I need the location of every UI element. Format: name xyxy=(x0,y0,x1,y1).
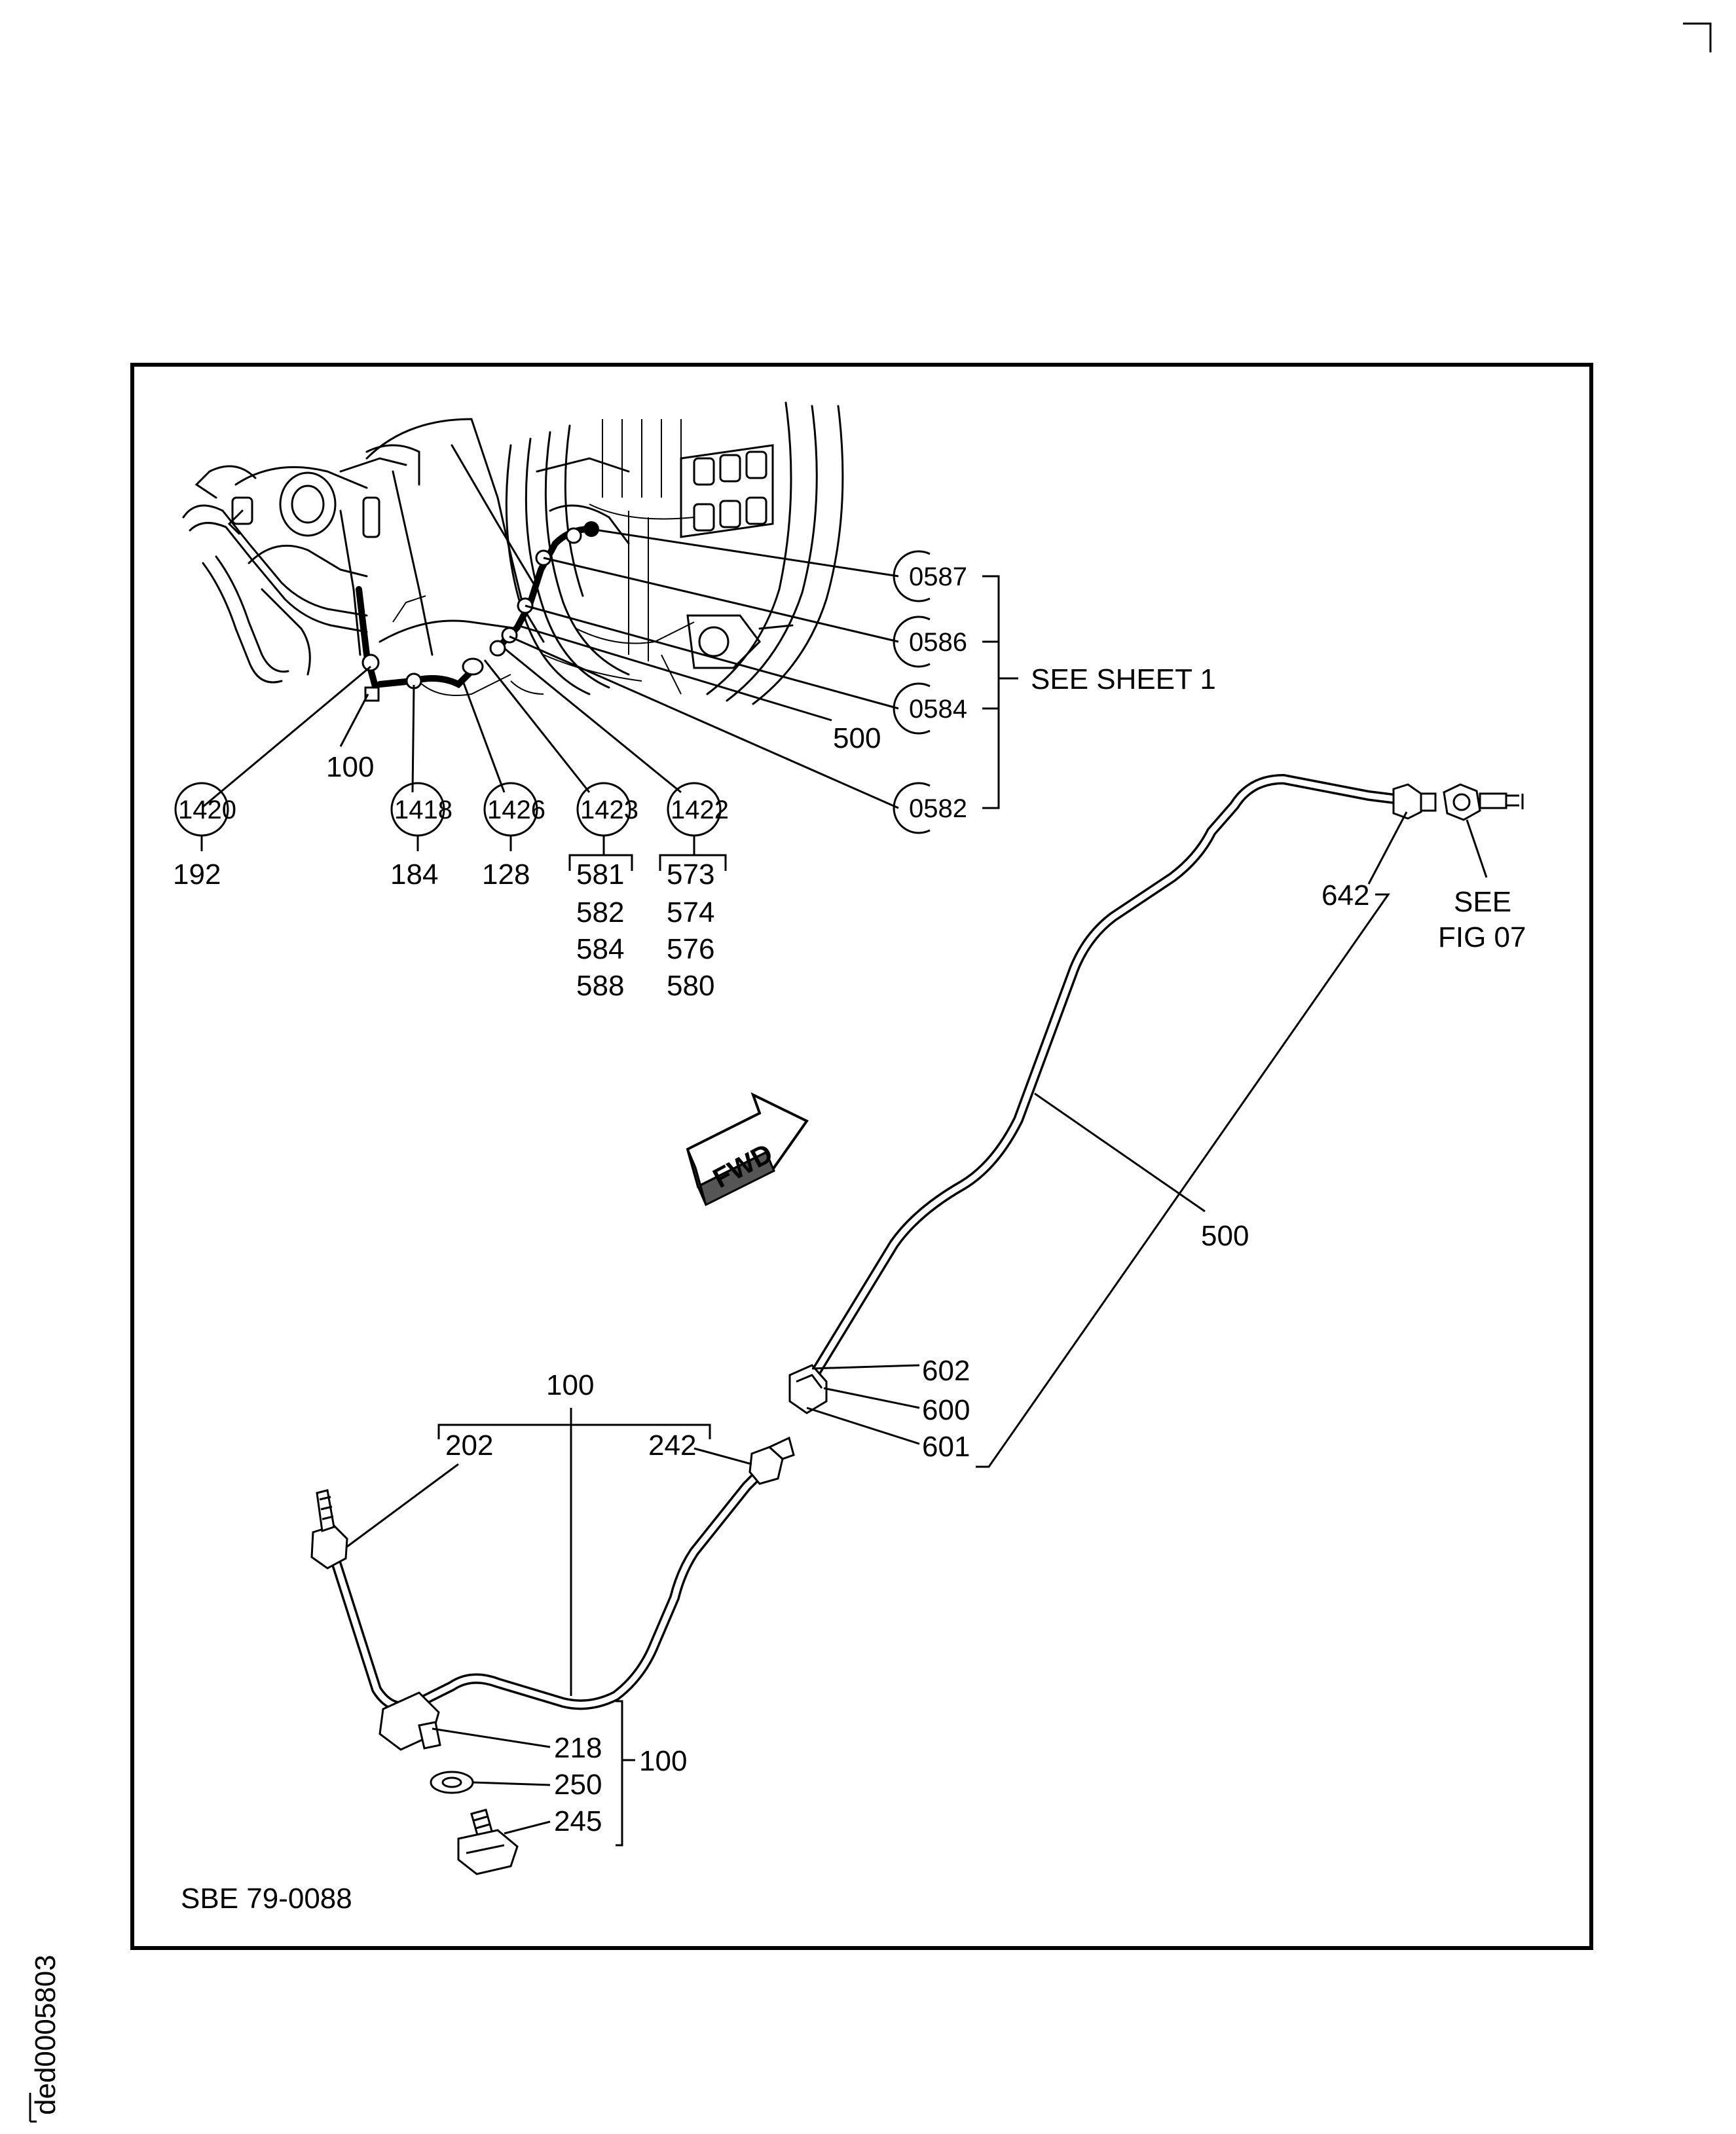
leader-218 xyxy=(432,1727,551,1748)
see-fig-line2: FIG 07 xyxy=(1438,921,1526,953)
figure-code: SBE 79-0088 xyxy=(181,1883,352,1915)
label-601: 601 xyxy=(922,1431,970,1463)
label-500: 500 xyxy=(1201,1220,1249,1252)
plug-245 xyxy=(457,1809,519,1875)
leader-500 xyxy=(1034,1092,1206,1213)
label-500-top: 500 xyxy=(833,722,881,754)
callout-1418: 1418 184 xyxy=(390,782,452,891)
label-100-top: 100 xyxy=(326,751,374,783)
svg-text:0584: 0584 xyxy=(909,695,967,724)
engine-detail-illustration xyxy=(182,401,844,705)
tube-500 xyxy=(788,774,1437,1414)
document-id: ded0005803 xyxy=(29,1955,62,2115)
svg-text:128: 128 xyxy=(482,858,530,891)
see-fig-line1: SEE xyxy=(1454,886,1511,918)
document-id-mark xyxy=(29,2093,37,2123)
leader-642 xyxy=(1367,811,1408,885)
svg-text:581: 581 xyxy=(576,858,624,891)
washer-250 xyxy=(430,1771,474,1794)
label-202: 202 xyxy=(445,1429,493,1462)
svg-text:1420: 1420 xyxy=(178,796,236,824)
leader-202 xyxy=(346,1463,459,1548)
callout-1423: 1423 581 582 584 588 xyxy=(568,782,638,1002)
label-600: 600 xyxy=(922,1394,970,1426)
svg-text:1423: 1423 xyxy=(580,796,638,824)
svg-text:1418: 1418 xyxy=(394,796,452,824)
svg-text:0587: 0587 xyxy=(909,562,967,591)
label-250: 250 xyxy=(554,1769,602,1801)
diagram-frame xyxy=(130,363,1593,1950)
label-100-side: 100 xyxy=(639,1745,687,1777)
callout-0587: 0587 xyxy=(893,550,967,602)
callout-1420: 1420 192 xyxy=(173,782,236,891)
corner-mark xyxy=(1683,22,1712,52)
leader-250 xyxy=(472,1781,551,1786)
mating-fitting-fig07 xyxy=(1443,783,1524,821)
svg-text:576: 576 xyxy=(667,933,714,965)
see-sheet-label: SEE SHEET 1 xyxy=(1031,663,1216,695)
tube-assembly-100 xyxy=(310,1436,795,1751)
leader-245 xyxy=(504,1820,551,1835)
svg-text:582: 582 xyxy=(576,896,624,929)
svg-text:574: 574 xyxy=(667,896,714,929)
leader-602 xyxy=(811,1364,920,1370)
leader-600 xyxy=(823,1387,920,1409)
engine-leader-lines xyxy=(202,528,899,809)
leader-see-fig xyxy=(1466,819,1488,878)
svg-text:584: 584 xyxy=(576,933,624,965)
svg-text:1426: 1426 xyxy=(487,796,545,824)
label-245: 245 xyxy=(554,1805,602,1837)
label-642: 642 xyxy=(1321,879,1369,911)
svg-text:0582: 0582 xyxy=(909,794,967,823)
bracket-100-side xyxy=(616,1700,635,1847)
label-218: 218 xyxy=(554,1732,602,1764)
svg-text:1422: 1422 xyxy=(671,796,729,824)
callout-0584: 0584 xyxy=(893,682,967,735)
label-602: 602 xyxy=(922,1355,970,1387)
svg-text:573: 573 xyxy=(667,858,714,891)
see-sheet-bracket xyxy=(982,575,1018,809)
svg-text:588: 588 xyxy=(576,970,624,1002)
callout-1426: 1426 128 xyxy=(482,782,545,891)
leader-242 xyxy=(693,1447,752,1465)
leader-601 xyxy=(806,1407,920,1445)
svg-text:0586: 0586 xyxy=(909,628,967,657)
fwd-arrow: FWD xyxy=(686,1092,809,1207)
svg-text:192: 192 xyxy=(173,858,221,891)
label-100-assy: 100 xyxy=(546,1369,594,1401)
svg-text:580: 580 xyxy=(667,970,714,1002)
callout-1422: 1422 573 574 576 580 xyxy=(659,782,729,1002)
bracket-100-assy xyxy=(437,1408,711,1696)
label-242: 242 xyxy=(648,1429,696,1462)
svg-text:184: 184 xyxy=(390,858,438,891)
callout-0586: 0586 xyxy=(893,616,967,668)
callout-0582: 0582 xyxy=(893,782,967,834)
bracket-642-601 xyxy=(976,893,1390,1468)
